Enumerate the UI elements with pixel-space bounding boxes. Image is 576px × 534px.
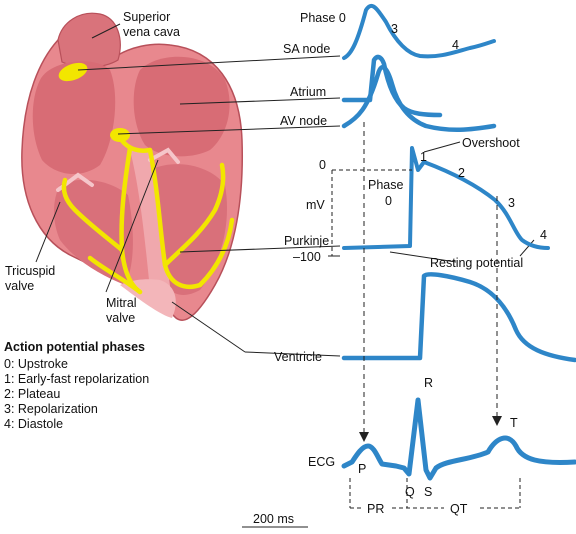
label-phase4-top: 4	[452, 38, 459, 52]
label-resting-potential: Resting potential	[430, 256, 524, 270]
label-ecg-t: T	[510, 416, 518, 430]
septum	[130, 150, 172, 302]
label-purkinje: Purkinje	[284, 234, 330, 248]
label-tricuspid-1: Tricuspid	[5, 264, 56, 278]
sa-node	[58, 62, 88, 82]
label-sa-node: SA node	[283, 42, 331, 56]
label-atrium: Atrium	[290, 85, 327, 99]
label-overshoot: Overshoot	[462, 136, 520, 150]
ventricle-trace	[341, 272, 576, 363]
timing-arrows	[363, 122, 498, 438]
legend-item: 3: Repolarization	[4, 402, 98, 416]
label-mv-unit: mV	[306, 198, 325, 212]
conduction-system	[61, 135, 235, 295]
label-tricuspid-2: valve	[5, 279, 35, 293]
legend-item: 0: Upstroke	[4, 357, 68, 371]
left-atrium	[133, 56, 230, 157]
label-phase-zero: 0	[385, 194, 392, 208]
label-ecg-s: S	[424, 485, 433, 499]
label-ap-3: 3	[508, 196, 515, 210]
mitral-valve	[148, 147, 180, 164]
label-ecg-r: R	[424, 376, 434, 390]
legend-title: Action potential phases	[4, 340, 145, 354]
label-phase-word: Phase	[368, 178, 404, 192]
label-scale: 200 ms	[253, 512, 294, 526]
label-phase3-top: 3	[391, 22, 398, 36]
label-ap-2: 2	[458, 166, 465, 180]
label-ap-4: 4	[540, 228, 547, 242]
arrow-head-p	[359, 432, 369, 442]
legend-item: 1: Early-fast repolarization	[4, 372, 150, 386]
legend-item: 4: Diastole	[4, 417, 64, 431]
label-av-node: AV node	[280, 114, 328, 128]
leader-lines	[35, 23, 535, 357]
phase-legend: Action potential phases 0: Upstroke 1: E…	[4, 340, 149, 432]
sa-node-trace	[342, 3, 496, 60]
label-ecg: ECG	[308, 455, 336, 469]
label-ecg-q: Q	[405, 485, 415, 499]
arrow-head-t	[492, 416, 502, 426]
right-atrium	[32, 61, 116, 175]
atrium-trace	[341, 54, 443, 118]
av-node	[110, 128, 130, 142]
label-phase0-top: Phase 0	[300, 11, 346, 25]
heart-illustration	[21, 12, 244, 321]
label-ap-1: 1	[420, 150, 427, 164]
label-interval-pr: PR	[367, 502, 385, 516]
mv-axis	[331, 169, 412, 256]
label-interval-qt: QT	[450, 502, 468, 516]
label-ecg-p: P	[358, 462, 367, 476]
ecg-intervals	[349, 478, 521, 509]
superior-vena-cava	[57, 12, 121, 68]
label-superior-vena-cava-1: Superior	[123, 10, 171, 24]
label-superior-vena-cava-2: vena cava	[123, 25, 180, 39]
av-node-trace	[341, 65, 497, 133]
label-mv-zero: 0	[319, 158, 326, 172]
ecg-trace	[341, 397, 576, 481]
purkinje-trace	[342, 146, 550, 250]
label-mitral-1: Mitral	[106, 296, 137, 310]
label-mv-min: –100	[293, 250, 321, 264]
legend-item: 2: Plateau	[4, 387, 61, 401]
label-mitral-2: valve	[106, 311, 136, 325]
label-ventricle: Ventricle	[274, 350, 322, 364]
